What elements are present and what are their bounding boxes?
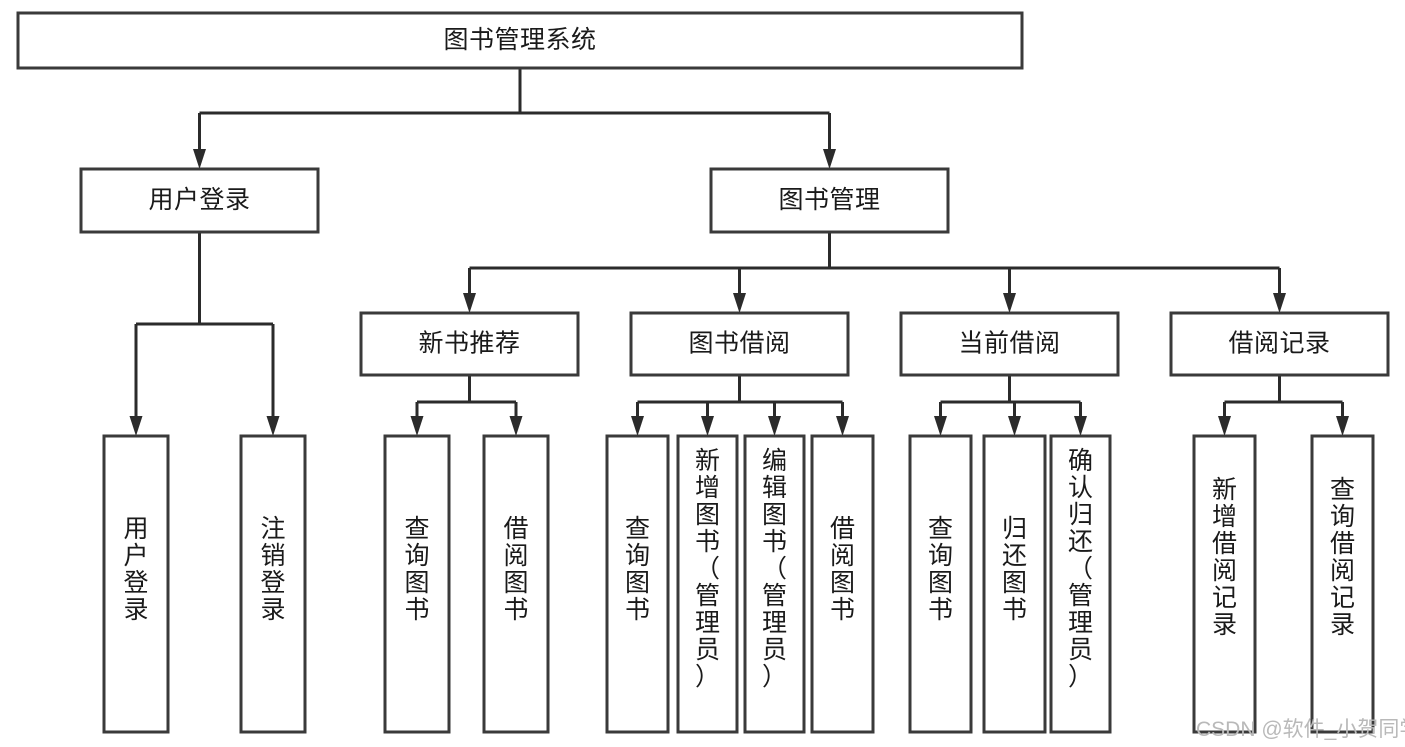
node-leaf-user-logout[interactable]: 注销登录: [239, 434, 307, 734]
arrow-head-icon: [1218, 416, 1231, 436]
node-label-leaf-query-borrow-record: 查询借阅记录: [1330, 476, 1355, 639]
node-label-new-book-rec: 新书推荐: [418, 330, 520, 358]
node-label-leaf-confirm-return-admin: 确认归还（管理员）: [1068, 447, 1093, 691]
arrow-head-icon: [509, 416, 523, 436]
arrow-head-icon: [934, 416, 947, 436]
node-label-borrow-record: 借阅记录: [1228, 330, 1330, 358]
node-label-user-login: 用户登录: [148, 186, 250, 214]
arrow-head-icon: [823, 149, 836, 169]
node-box-leaf-query-borrow-record: [1310, 434, 1375, 734]
node-box-leaf-query-book-cur: [908, 434, 973, 734]
csdn-watermark: CSDN @软件_小贺同学: [1196, 718, 1405, 741]
node-box-user-login: [79, 167, 320, 234]
node-box-book-manage: [709, 167, 950, 234]
node-leaf-query-book-rec[interactable]: 查询图书: [383, 434, 451, 734]
node-label-leaf-query-book-rec: 查询图书: [404, 515, 429, 624]
node-label-book-manage: 图书管理: [778, 186, 880, 214]
node-box-leaf-edit-book-admin: [743, 434, 806, 734]
node-label-book-borrow: 图书借阅: [688, 330, 790, 358]
node-box-root: [16, 11, 1024, 70]
arrow-head-icon: [1074, 416, 1087, 436]
node-leaf-edit-book-admin[interactable]: 编辑图书（管理员）: [743, 434, 806, 734]
arrow-head-icon: [1336, 416, 1349, 436]
node-user-login[interactable]: 用户登录: [79, 167, 320, 234]
node-leaf-add-book-admin[interactable]: 新增图书（管理员）: [676, 434, 739, 734]
arrow-head-icon: [768, 416, 781, 436]
arrow-head-icon: [463, 293, 476, 313]
node-box-leaf-user-login: [102, 434, 170, 734]
node-leaf-user-login[interactable]: 用户登录: [102, 434, 170, 734]
node-leaf-borrow-book[interactable]: 借阅图书: [810, 434, 875, 734]
node-leaf-return-book[interactable]: 归还图书: [982, 434, 1047, 734]
arrow-head-icon: [1273, 293, 1286, 313]
arrow-head-icon: [1003, 293, 1016, 313]
node-box-leaf-add-borrow-record: [1192, 434, 1257, 734]
node-box-leaf-borrow-book-rec: [482, 434, 550, 734]
node-box-leaf-user-logout: [239, 434, 307, 734]
node-leaf-query-book-borrow[interactable]: 查询图书: [605, 434, 670, 734]
node-label-leaf-edit-book-admin: 编辑图书（管理员）: [762, 447, 787, 691]
node-box-book-borrow: [629, 311, 850, 377]
arrow-head-icon: [836, 416, 849, 436]
node-root[interactable]: 图书管理系统: [16, 11, 1024, 70]
node-new-book-rec[interactable]: 新书推荐: [359, 311, 580, 377]
node-label-leaf-return-book: 归还图书: [1002, 515, 1027, 624]
node-leaf-add-borrow-record[interactable]: 新增借阅记录: [1192, 434, 1257, 734]
node-box-leaf-confirm-return-admin: [1049, 434, 1112, 734]
node-label-current-borrow: 当前借阅: [958, 330, 1060, 358]
node-box-leaf-borrow-book: [810, 434, 875, 734]
arrow-head-icon: [266, 416, 280, 436]
arrow-head-icon: [129, 416, 143, 436]
node-label-leaf-user-login: 用户登录: [123, 515, 148, 624]
node-box-current-borrow: [899, 311, 1120, 377]
node-label-leaf-user-logout: 注销登录: [260, 515, 285, 624]
node-borrow-record[interactable]: 借阅记录: [1169, 311, 1390, 377]
node-leaf-borrow-book-rec[interactable]: 借阅图书: [482, 434, 550, 734]
node-box-leaf-add-book-admin: [676, 434, 739, 734]
arrow-head-icon: [733, 293, 746, 313]
node-book-borrow[interactable]: 图书借阅: [629, 311, 850, 377]
node-layer: 图书管理系统用户登录图书管理新书推荐图书借阅当前借阅借阅记录用户登录注销登录查询…: [16, 11, 1390, 734]
arrow-head-icon: [410, 416, 424, 436]
node-label-leaf-add-book-admin: 新增图书（管理员）: [695, 447, 720, 691]
arrow-head-icon: [1008, 416, 1021, 436]
arrow-head-icon: [701, 416, 714, 436]
node-label-leaf-borrow-book: 借阅图书: [830, 515, 855, 624]
node-label-leaf-query-book-cur: 查询图书: [928, 515, 953, 624]
arrow-head-icon: [193, 149, 206, 169]
connector-layer: [129, 68, 1349, 436]
node-label-leaf-borrow-book-rec: 借阅图书: [503, 515, 528, 624]
arrow-head-icon: [631, 416, 644, 436]
node-label-root: 图书管理系统: [443, 26, 596, 54]
node-label-leaf-add-borrow-record: 新增借阅记录: [1212, 476, 1237, 639]
node-current-borrow[interactable]: 当前借阅: [899, 311, 1120, 377]
node-leaf-confirm-return-admin[interactable]: 确认归还（管理员）: [1049, 434, 1112, 734]
node-box-borrow-record: [1169, 311, 1390, 377]
node-leaf-query-borrow-record[interactable]: 查询借阅记录: [1310, 434, 1375, 734]
node-book-manage[interactable]: 图书管理: [709, 167, 950, 234]
node-box-leaf-query-book-rec: [383, 434, 451, 734]
node-box-leaf-return-book: [982, 434, 1047, 734]
node-label-leaf-query-book-borrow: 查询图书: [625, 515, 650, 624]
node-leaf-query-book-cur[interactable]: 查询图书: [908, 434, 973, 734]
node-box-new-book-rec: [359, 311, 580, 377]
node-box-leaf-query-book-borrow: [605, 434, 670, 734]
